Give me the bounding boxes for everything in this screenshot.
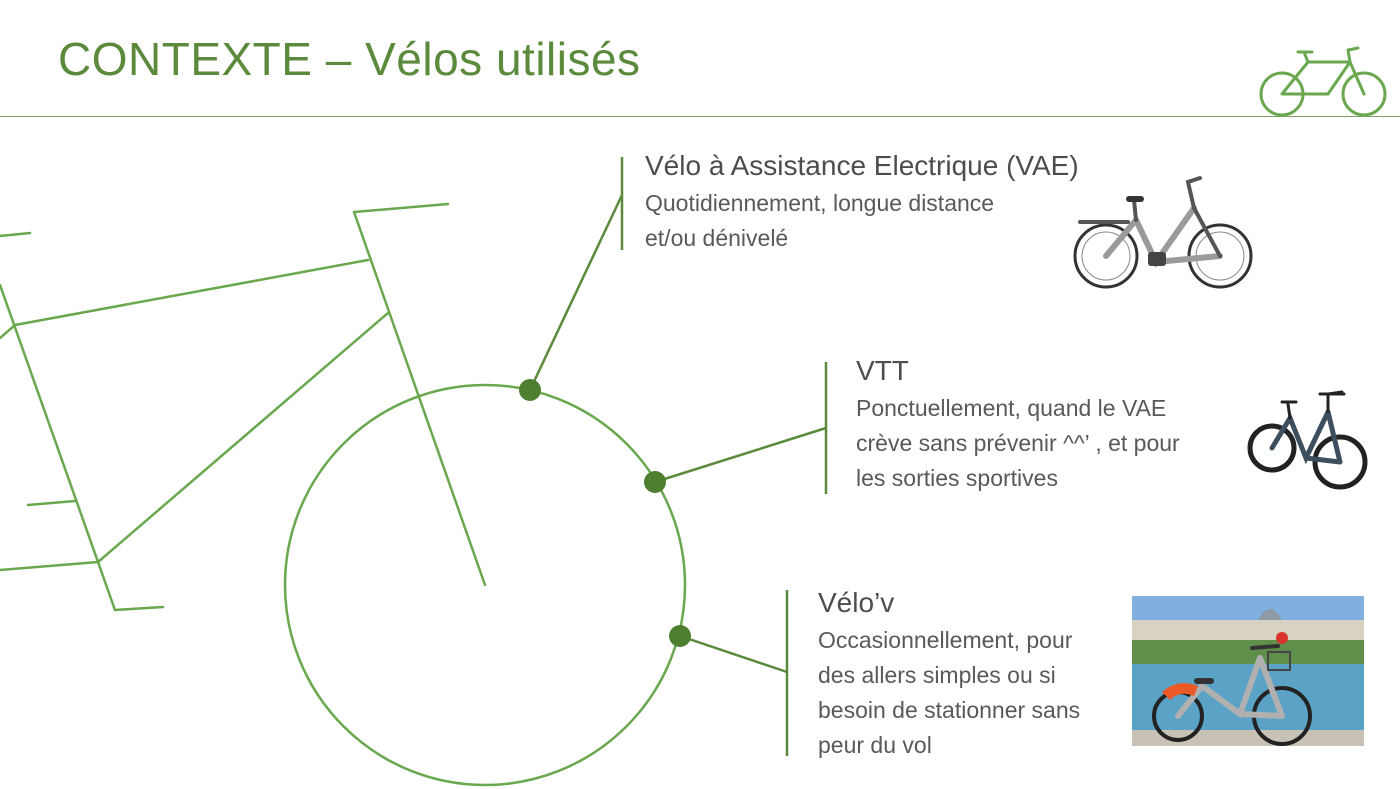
item-line: Quotidiennement, longue distance: [645, 190, 995, 216]
page-title: CONTEXTE – Vélos utilisés: [58, 33, 641, 85]
velov-bike-photo: [1132, 596, 1364, 746]
item-line: et/ou dénivelé: [645, 225, 789, 251]
item-line: des allers simples ou si: [818, 662, 1056, 688]
item-heading: VTT: [856, 355, 909, 386]
item-line: Ponctuellement, quand le VAE: [856, 395, 1167, 421]
item-vtt: VTT Ponctuellement, quand le VAE crève s…: [856, 355, 1180, 496]
callout-dot-vae: [519, 379, 541, 401]
item-velov: Vélo’v Occasionnellement, pour des aller…: [818, 587, 1080, 763]
header-divider: [0, 116, 1400, 117]
item-description: Quotidiennement, longue distance et/ou d…: [645, 186, 1079, 256]
bicycle-icon: [1259, 46, 1387, 117]
item-heading: Vélo à Assistance Electrique (VAE): [645, 150, 1079, 181]
item-line: Occasionnellement, pour: [818, 627, 1073, 653]
item-heading: Vélo’v: [818, 587, 895, 618]
item-line: les sorties sportives: [856, 465, 1058, 491]
item-description: Occasionnellement, pour des allers simpl…: [818, 623, 1080, 763]
item-vae: Vélo à Assistance Electrique (VAE) Quoti…: [645, 150, 1079, 256]
item-line: besoin de stationner sans: [818, 697, 1081, 723]
mountain-bike-photo: [1247, 390, 1368, 490]
item-description: Ponctuellement, quand le VAE crève sans …: [856, 391, 1180, 496]
item-line: crève sans prévenir ^^’ , et pour: [856, 430, 1180, 456]
callout-dot-velov: [669, 625, 691, 647]
electric-bike-photo: [1073, 176, 1253, 289]
item-line: peur du vol: [818, 732, 932, 758]
callout-dot-vtt: [644, 471, 666, 493]
